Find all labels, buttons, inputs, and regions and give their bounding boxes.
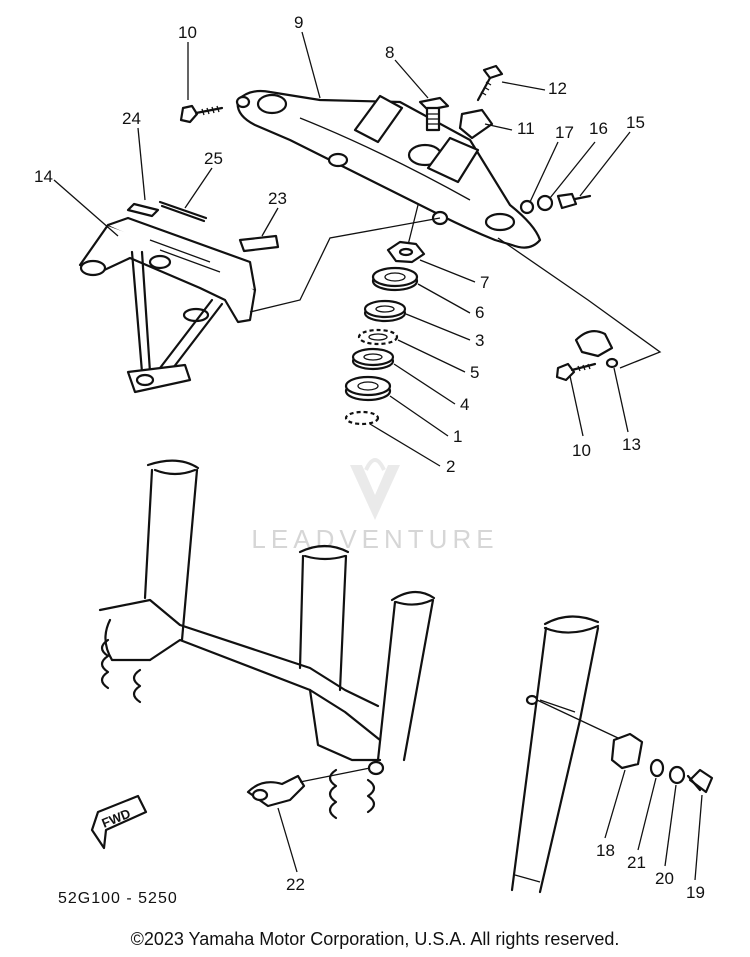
steering-stack	[344, 204, 426, 426]
fwd-arrow: FWD	[90, 794, 148, 850]
watermark-text: LEADVENTURE	[251, 524, 498, 554]
callout-20: 20	[655, 869, 674, 888]
cap-11	[458, 108, 494, 140]
callout-18: 18	[596, 841, 615, 860]
bolt-12	[476, 64, 504, 102]
diagram-code: 52G100 - 5250	[58, 890, 178, 907]
decal-23	[238, 234, 280, 253]
clamp-13	[574, 329, 619, 369]
lower-fork-bracket	[98, 459, 436, 820]
instrument-bracket	[78, 216, 257, 394]
callout-10-lower: 10	[572, 441, 591, 460]
callout-24: 24	[122, 109, 141, 128]
leader-lines	[53, 31, 703, 881]
washers-15-16-17	[519, 192, 592, 215]
callout-6: 6	[475, 303, 484, 322]
callout-13: 13	[622, 435, 641, 454]
callout-2: 2	[446, 457, 455, 476]
callout-8: 8	[385, 43, 394, 62]
decal-24	[126, 202, 160, 218]
bolt-10-upper	[179, 104, 224, 124]
fork-tube	[510, 615, 619, 894]
callout-3: 3	[475, 331, 484, 350]
copyright-notice: ©2023 Yamaha Motor Corporation, U.S.A. A…	[130, 929, 620, 949]
callout-14: 14	[34, 167, 53, 186]
callout-25: 25	[204, 149, 223, 168]
callout-7: 7	[480, 273, 489, 292]
watermark-logo	[350, 458, 400, 520]
callout-9: 9	[294, 13, 303, 32]
callout-10: 10	[178, 23, 197, 42]
callout-22: 22	[286, 875, 305, 894]
callout-4: 4	[460, 395, 469, 414]
bolt-10-lower	[555, 362, 597, 382]
callout-11: 11	[517, 119, 535, 138]
fork-hardware	[610, 732, 714, 794]
decal-25	[158, 200, 208, 223]
bolt-8	[418, 96, 450, 132]
callout-16: 16	[589, 119, 608, 138]
callouts: 10 9 8 12 11 17 16 15 24 25 23 14 7 6 3 …	[34, 13, 705, 902]
callout-15: 15	[626, 113, 645, 132]
callout-12: 12	[548, 79, 567, 98]
callout-19: 19	[686, 883, 705, 902]
clamp-22	[246, 767, 371, 808]
callout-5: 5	[470, 363, 479, 382]
upper-bracket	[235, 89, 542, 249]
callout-1: 1	[453, 427, 462, 446]
callout-21: 21	[627, 853, 646, 872]
callout-17: 17	[555, 123, 574, 142]
callout-23: 23	[268, 189, 287, 208]
